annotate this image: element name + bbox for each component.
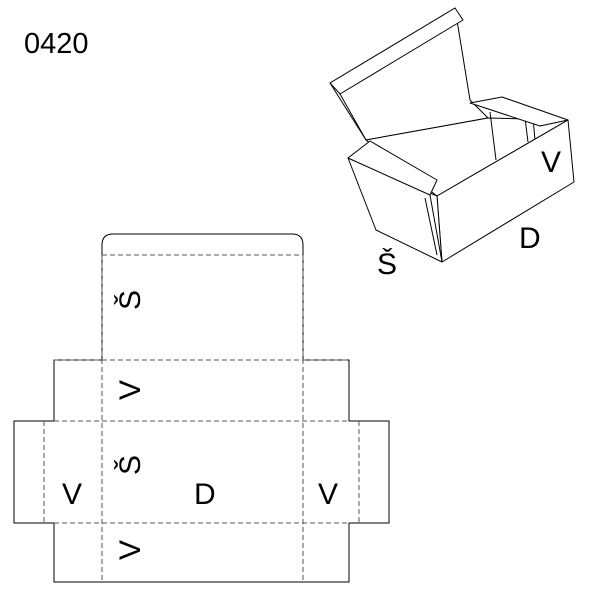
net-label-base-width: Š	[113, 455, 147, 475]
box-lid-tuck-flap	[329, 7, 464, 95]
box-front-tuck-flap	[347, 140, 438, 196]
net-label-base-length: D	[194, 478, 216, 511]
net-label-lid-width: Š	[113, 290, 147, 310]
net-label-right-end-height: V	[318, 478, 338, 511]
box-3d-illustration	[329, 7, 575, 263]
net-cut-outline	[13, 233, 390, 583]
model-code: 0420	[24, 28, 89, 60]
box-label-height: V	[541, 146, 561, 179]
net-label-back-height: V	[114, 380, 147, 400]
net-label-front-height: V	[114, 540, 147, 560]
box-label-width: Š	[377, 247, 397, 281]
net-label-left-end-height: V	[62, 478, 82, 511]
box-label-length: D	[519, 222, 541, 255]
box-net	[13, 233, 390, 583]
